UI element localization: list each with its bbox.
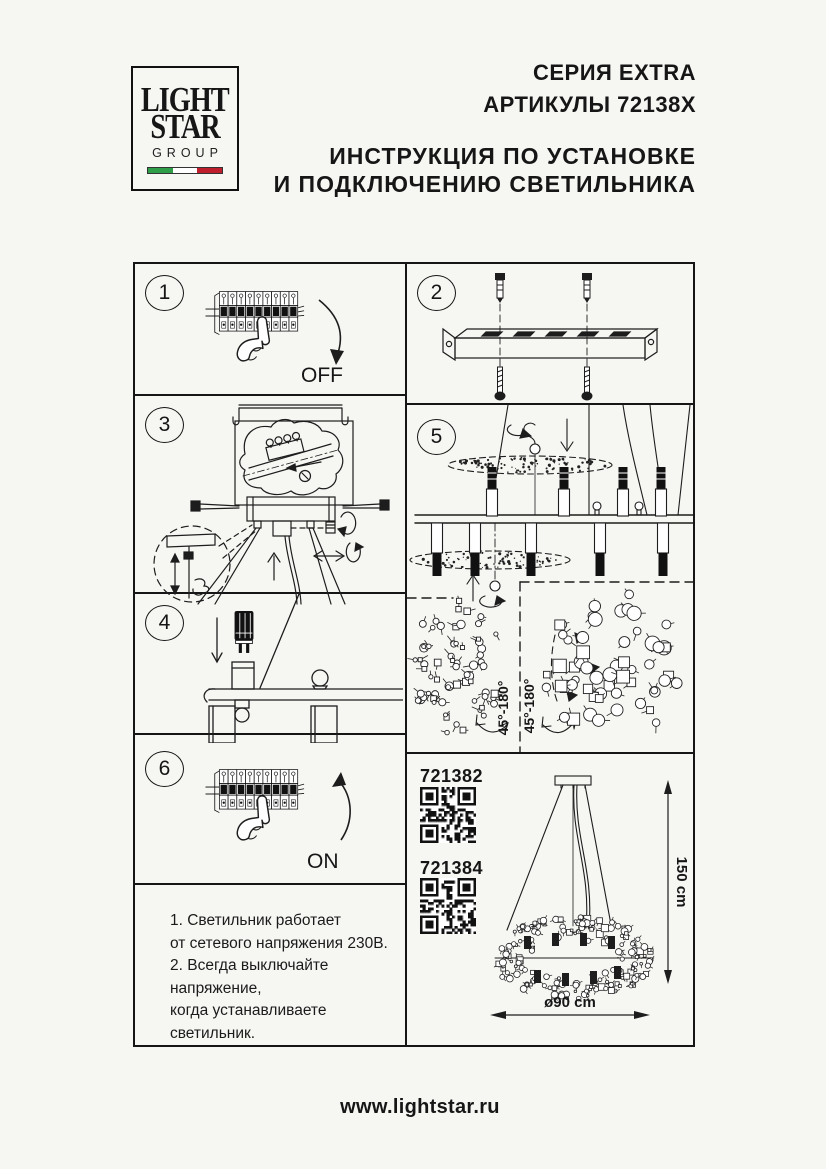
flag-white: [172, 168, 198, 173]
arrow-down-icon: [330, 349, 344, 365]
logo-word-group: GROUP: [152, 146, 223, 160]
step-6-number: 6: [158, 757, 171, 781]
step-2-panel: 2: [407, 264, 693, 405]
note-line-4: когда устанавливаете светильник.: [170, 1002, 327, 1042]
lightstar-logo: LIGHT STAR GROUP: [131, 66, 239, 191]
step-5-panel: 5: [407, 405, 693, 754]
step-2-number: 2: [430, 281, 443, 304]
off-label: OFF: [301, 364, 343, 387]
article-number-2: 721384: [420, 858, 484, 878]
flag-red: [197, 168, 223, 173]
height-dimension-label: 150 cm: [673, 857, 690, 908]
series-title: СЕРИЯ EXTRA: [532, 60, 696, 85]
qr-code-2: [420, 878, 476, 934]
step-1-badge: 1: [145, 275, 184, 311]
step-1-number: 1: [158, 281, 171, 304]
notes-panel: 1. Светильник работает от сетевого напря…: [135, 885, 405, 1045]
bulb-insert-illustration: [203, 593, 403, 743]
doc-title-line2: И ПОДКЛЮЧЕНИЮ СВЕТИЛЬНИКА: [273, 171, 696, 197]
step-6-panel: 6 ON: [135, 735, 405, 886]
step-1-panel: 1 OFF: [135, 264, 405, 397]
rotation-range-label-left: 45°-180°: [495, 681, 511, 736]
product-panel: 721382 721384: [407, 754, 693, 1045]
step-3-badge: 3: [145, 407, 184, 444]
on-label: ON: [307, 850, 339, 873]
decor-assembly-illustration: 45°-180° 45°-180°: [407, 405, 693, 752]
flag-green: [148, 168, 173, 173]
bracket-illustration: [442, 272, 659, 401]
step-5-badge: 5: [417, 419, 456, 455]
articles-title: АРТИКУЛЫ 72138X: [483, 92, 696, 117]
steps-grid: 1 OFF 3: [133, 262, 695, 1047]
italy-flag-icon: [147, 167, 223, 174]
website-url: www.lightstar.ru: [340, 1096, 500, 1118]
step-4-number: 4: [158, 610, 171, 634]
step-2-badge: 2: [417, 275, 456, 311]
diameter-dimension-label: ø90 cm: [544, 994, 596, 1011]
step-3-number: 3: [158, 413, 171, 437]
doc-title-line1: ИНСТРУКЦИЯ ПО УСТАНОВКЕ: [329, 143, 696, 169]
arrow-up-icon: [332, 772, 346, 788]
logo-word-light: LIGHT: [141, 80, 230, 119]
note-line-3: 2. Всегда выключайте напряжение,: [170, 957, 329, 997]
qr-code-1: [420, 787, 476, 843]
step-5-number: 5: [430, 425, 443, 448]
rotation-range-label-right: 45°-180°: [521, 679, 537, 734]
breaker-off-illustration: OFF: [205, 291, 344, 387]
step-6-badge: 6: [145, 751, 184, 788]
step-3-panel: 3: [135, 396, 405, 605]
note-line-2: от сетевого напряжения 230В.: [170, 934, 388, 952]
step-4-badge: 4: [145, 604, 184, 641]
header: СЕРИЯ EXTRA АРТИКУЛЫ 72138X ИНСТРУКЦИЯ П…: [274, 57, 696, 198]
breaker-on-illustration: ON: [205, 769, 351, 873]
article-number-1: 721382: [420, 766, 484, 786]
canopy-mounting-illustration: [153, 404, 390, 605]
logo-word-star: STAR: [150, 107, 220, 146]
step-4-panel: 4: [135, 593, 405, 743]
chandelier-dimensions-drawing: 150 cm ø90 cm: [490, 775, 690, 1019]
note-line-1: 1. Светильник работает: [170, 912, 341, 930]
